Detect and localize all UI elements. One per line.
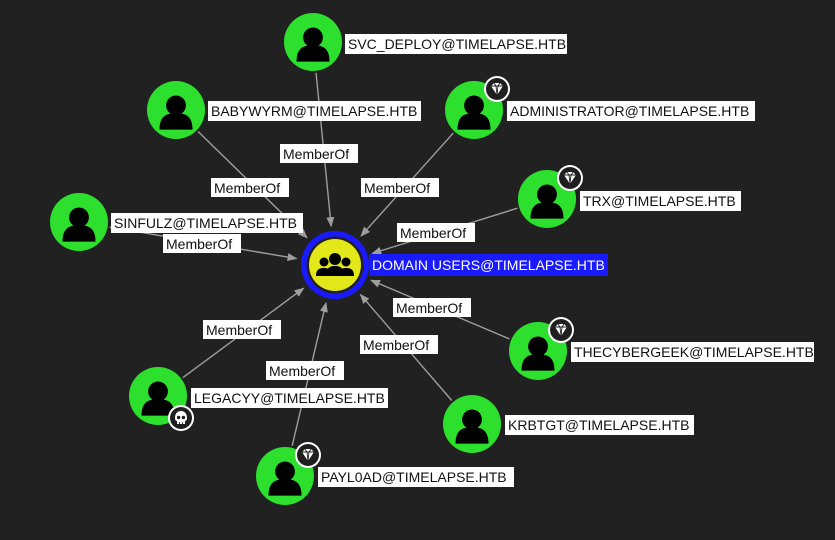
user-node-svc_deploy[interactable]: SVC_DEPLOY@TIMELAPSE.HTB <box>284 13 567 71</box>
node-label-text: LEGACYY@TIMELAPSE.HTB <box>194 390 385 406</box>
nodes-layer: SVC_DEPLOY@TIMELAPSE.HTB BABYWYRM@TIMELAP… <box>50 13 814 505</box>
node-label-text: THECYBERGEEK@TIMELAPSE.HTB <box>574 344 814 360</box>
edge-label-box <box>266 361 344 380</box>
node-label-text: SINFULZ@TIMELAPSE.HTB <box>114 215 297 231</box>
edge-memberof-trx[interactable]: MemberOf <box>371 207 518 255</box>
edge-label: MemberOf <box>283 146 349 162</box>
edge-label: MemberOf <box>364 180 430 196</box>
edge-label: MemberOf <box>166 236 232 252</box>
node-label-box <box>345 34 567 54</box>
domain-users-label[interactable]: DOMAIN USERS@TIMELAPSE.HTB <box>369 254 608 276</box>
node-label-box <box>507 101 755 121</box>
node-label-box <box>571 342 814 362</box>
edge-label: MemberOf <box>363 337 429 353</box>
edge-memberof-legacyy[interactable]: MemberOf <box>182 287 305 379</box>
edge-label-box <box>397 223 475 242</box>
user-node-babywyrm[interactable]: BABYWYRM@TIMELAPSE.HTB <box>147 81 421 139</box>
node-label-box <box>208 101 421 121</box>
node-label-text: SVC_DEPLOY@TIMELAPSE.HTB <box>348 36 566 52</box>
node-label-text: KRBTGT@TIMELAPSE.HTB <box>508 417 689 433</box>
edge-label: MemberOf <box>269 363 335 379</box>
user-node-label[interactable]: ADMINISTRATOR@TIMELAPSE.HTB <box>507 101 755 121</box>
node-label-box <box>318 467 514 487</box>
domain-users-label-text: DOMAIN USERS@TIMELAPSE.HTB <box>372 257 605 273</box>
user-node-payl0ad[interactable]: PAYL0AD@TIMELAPSE.HTB <box>256 442 514 505</box>
user-node-administrator[interactable]: ADMINISTRATOR@TIMELAPSE.HTB <box>445 76 755 139</box>
edge-label: MemberOf <box>396 300 462 316</box>
user-node-trx[interactable]: TRX@TIMELAPSE.HTB <box>518 165 741 228</box>
user-node-label[interactable]: BABYWYRM@TIMELAPSE.HTB <box>208 101 421 121</box>
user-node-label[interactable]: LEGACYY@TIMELAPSE.HTB <box>191 388 388 408</box>
node-label-text: PAYL0AD@TIMELAPSE.HTB <box>321 469 507 485</box>
node-label-text: ADMINISTRATOR@TIMELAPSE.HTB <box>510 103 749 119</box>
edge-label-box <box>203 320 281 339</box>
edge-label-box <box>211 178 289 197</box>
edge-label: MemberOf <box>206 322 272 338</box>
user-node-label[interactable]: SINFULZ@TIMELAPSE.HTB <box>111 213 303 233</box>
user-node-label[interactable]: SVC_DEPLOY@TIMELAPSE.HTB <box>345 34 567 54</box>
user-node-label[interactable]: PAYL0AD@TIMELAPSE.HTB <box>318 467 514 487</box>
edge-memberof-svc_deploy[interactable]: MemberOf <box>280 72 358 228</box>
node-label-text: BABYWYRM@TIMELAPSE.HTB <box>211 103 417 119</box>
edge-memberof-thecybergeek[interactable]: MemberOf <box>369 279 510 340</box>
user-node-thecybergeek[interactable]: THECYBERGEEK@TIMELAPSE.HTB <box>509 317 814 380</box>
edge-memberof-payl0ad[interactable]: MemberOf <box>266 301 344 446</box>
edge-label: MemberOf <box>214 180 280 196</box>
user-node-krbtgt[interactable]: KRBTGT@TIMELAPSE.HTB <box>443 395 694 453</box>
domain-users-group-node[interactable] <box>301 231 369 299</box>
user-node-label[interactable]: KRBTGT@TIMELAPSE.HTB <box>505 415 694 435</box>
edge-label-box <box>361 178 439 197</box>
node-label-box <box>111 213 303 233</box>
user-node-sinfulz[interactable]: SINFULZ@TIMELAPSE.HTB <box>50 193 303 251</box>
edge-label-box <box>360 335 438 354</box>
edge-label-box <box>393 298 471 317</box>
node-label-box <box>580 191 741 211</box>
edge-memberof-administrator[interactable]: MemberOf <box>360 132 454 237</box>
edge-label-box <box>163 234 241 253</box>
user-node-legacyy[interactable]: LEGACYY@TIMELAPSE.HTB <box>129 367 388 431</box>
user-node-label[interactable]: THECYBERGEEK@TIMELAPSE.HTB <box>571 342 814 362</box>
edge-label: MemberOf <box>400 225 466 241</box>
edge-label-box <box>280 144 358 163</box>
user-node-label[interactable]: TRX@TIMELAPSE.HTB <box>580 191 741 211</box>
node-label-box <box>505 415 694 435</box>
node-label-text: TRX@TIMELAPSE.HTB <box>583 193 736 209</box>
node-label-box <box>191 388 388 408</box>
edge-memberof-krbtgt[interactable]: MemberOf <box>359 293 453 401</box>
